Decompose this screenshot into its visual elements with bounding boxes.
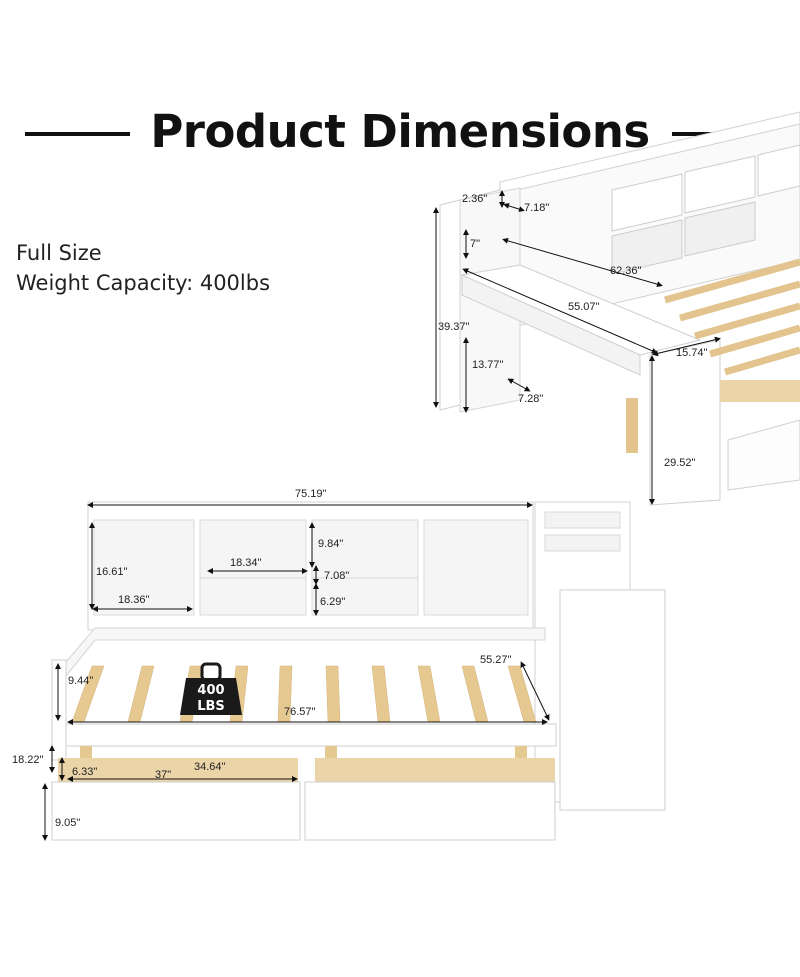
badge-line2: LBS <box>197 699 225 714</box>
dim-desk-width: 15.74" <box>676 347 708 359</box>
front-bed-end <box>51 659 67 761</box>
dim-divider: 7.08" <box>324 570 349 582</box>
drawer-right <box>304 781 556 841</box>
dim-drawer-width: 37" <box>155 769 171 781</box>
title-bar: Product Dimensions <box>0 102 800 162</box>
angled-drawer <box>727 419 800 491</box>
dim-top-depth: 7.18" <box>524 202 549 214</box>
page-title: Product Dimensions <box>150 105 650 158</box>
dim-top-thickness: 2.36" <box>462 193 487 205</box>
dim-rail-height: 9.44" <box>68 675 93 687</box>
size-label: Full Size <box>16 241 102 265</box>
spec-info: Full Size Weight Capacity: 400lbs <box>16 238 270 298</box>
angled-leg <box>626 398 638 453</box>
cabinet-door <box>757 144 800 197</box>
dim-desk-length: 55.07" <box>568 301 600 313</box>
dim-side-shelf-height: 13.77" <box>472 359 504 371</box>
front-cubby <box>423 519 529 616</box>
angled-desk-leg <box>649 339 721 506</box>
weight-badge: 400 LBS <box>180 662 242 715</box>
dim-cubby-gap: 9.84" <box>318 538 343 550</box>
dim-cubby-width: 18.34" <box>230 557 262 569</box>
cabinet-door <box>684 155 756 214</box>
front-cubby <box>199 519 307 616</box>
dim-side-shelf-depth: 7.28" <box>518 393 543 405</box>
angled-slats <box>664 258 800 376</box>
front-cubby <box>93 519 195 616</box>
front-bed-rail <box>65 723 557 747</box>
dim-leg-height: 18.22" <box>12 754 44 766</box>
weight-capacity-label: Weight Capacity: 400lbs <box>16 271 271 295</box>
cabinet-door <box>611 173 683 232</box>
angled-drawer-interior <box>720 380 800 402</box>
dim-drawer-height: 9.05" <box>55 817 80 829</box>
badge-line1: 400 <box>197 683 224 698</box>
front-desk-cabinet <box>559 589 666 811</box>
dim-desk-height: 29.52" <box>664 457 696 469</box>
dim-desk-side-length: 55.27" <box>480 654 512 666</box>
dim-total-length: 75.19" <box>295 488 327 500</box>
front-view: 400 LBS 75.19" 16.61" 9.84" 18.34" 7.08"… <box>12 488 666 841</box>
front-cubby <box>311 519 419 616</box>
dim-inner-length: 76.57" <box>284 706 316 718</box>
title-rule-left <box>25 132 130 136</box>
angled-view: 2.36" 7.18" 7" 62.36" 55.07" 39.37" 15.7… <box>433 111 800 506</box>
dim-lower-cubby-height: 6.29" <box>320 596 345 608</box>
dim-drawer-depth: 6.33" <box>72 766 97 778</box>
dim-headboard-length: 62.36" <box>610 265 642 277</box>
dim-cubby-height: 16.61" <box>96 566 128 578</box>
dim-shelf-height: 7" <box>470 238 480 250</box>
dim-total-height: 39.37" <box>438 321 470 333</box>
cubby-opening <box>684 201 756 257</box>
drawer-left <box>51 781 301 841</box>
dim-drawer-inner: 34.64" <box>194 761 226 773</box>
drawer-interior-right <box>315 758 555 782</box>
dim-lower-cubby-width: 18.36" <box>118 594 150 606</box>
